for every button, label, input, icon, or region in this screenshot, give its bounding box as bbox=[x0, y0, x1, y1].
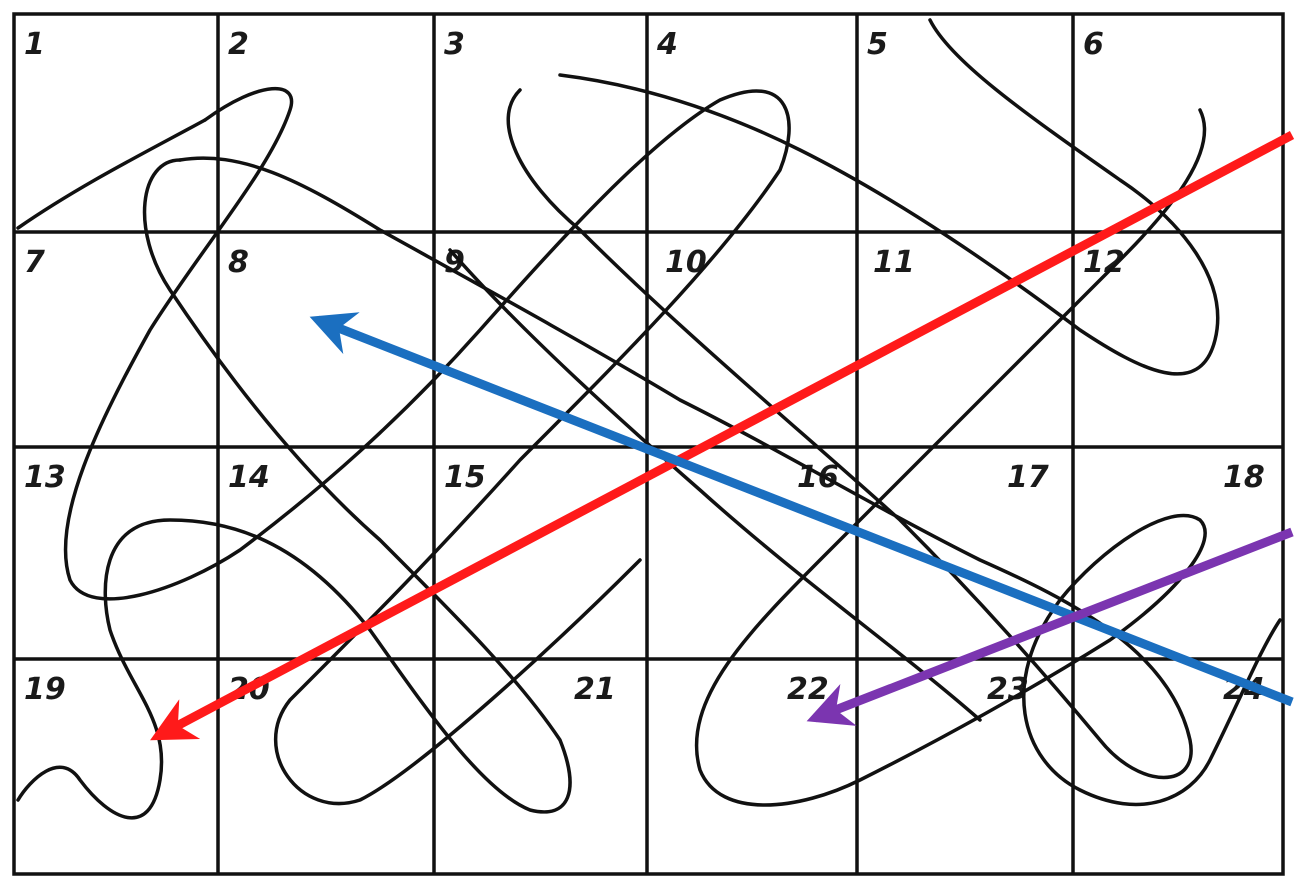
cell-number-22: 22 bbox=[787, 672, 829, 707]
cell-number-4: 4 bbox=[656, 27, 678, 62]
blue-arrow bbox=[309, 312, 1294, 707]
cell-number-18: 18 bbox=[1223, 460, 1265, 495]
cell-number-8: 8 bbox=[228, 245, 249, 280]
cell-number-6: 6 bbox=[1083, 27, 1104, 62]
cell-number-17: 17 bbox=[1007, 460, 1049, 495]
tangled-curves bbox=[16, 18, 1282, 820]
cell-number-15: 15 bbox=[444, 460, 486, 495]
cell-number-21: 21 bbox=[574, 672, 616, 707]
cell-number-5: 5 bbox=[867, 27, 888, 62]
cell-number-10: 10 bbox=[665, 245, 707, 280]
grid bbox=[12, 12, 1285, 876]
arrows bbox=[150, 131, 1295, 741]
curve-loop bbox=[558, 18, 1220, 376]
cell-number-13: 13 bbox=[24, 460, 66, 495]
curve-loop bbox=[16, 158, 572, 820]
cell-number-9: 9 bbox=[444, 245, 465, 280]
red-arrow bbox=[150, 131, 1295, 741]
curve-loop bbox=[63, 87, 791, 806]
curve-loop bbox=[178, 88, 1193, 780]
cell-number-14: 14 bbox=[228, 460, 270, 495]
cell-number-7: 7 bbox=[24, 245, 45, 280]
cell-numbers: 123456789101112131415161718192021222324 bbox=[24, 27, 1265, 707]
curve-segment bbox=[448, 248, 982, 722]
cell-number-19: 19 bbox=[24, 672, 66, 707]
cell-number-3: 3 bbox=[444, 27, 465, 62]
purple-arrow bbox=[806, 527, 1294, 726]
cell-number-2: 2 bbox=[228, 27, 249, 62]
cell-number-11: 11 bbox=[873, 245, 915, 280]
curve-loop bbox=[694, 108, 1282, 807]
curve-segment bbox=[16, 118, 207, 230]
cell-number-1: 1 bbox=[24, 27, 45, 62]
